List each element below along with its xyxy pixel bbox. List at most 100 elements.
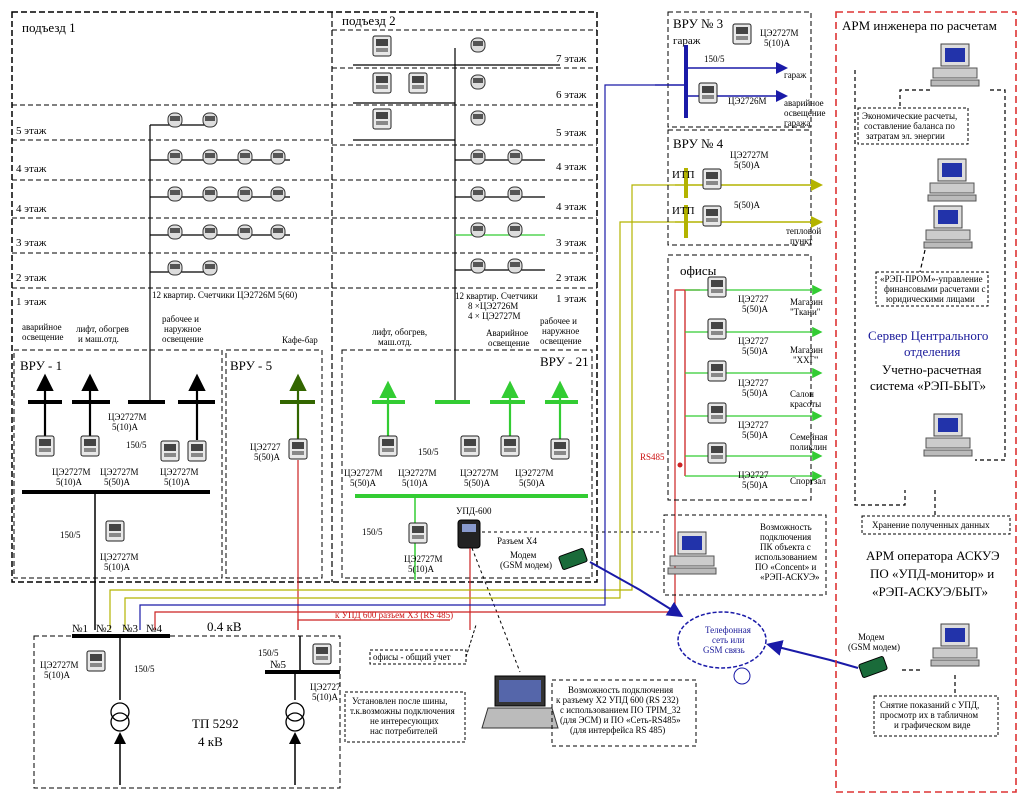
svg-text:аварийное: аварийное — [784, 98, 824, 108]
svg-text:№1: №1 — [72, 623, 88, 635]
offices-label: офисы — [680, 263, 717, 278]
vru21-meters: ЦЭ2727М 5(50)А ЦЭ2727М 5(10)А ЦЭ2727М 5(… — [344, 435, 570, 574]
svg-text:ЦЭ2727: ЦЭ2727 — [738, 378, 769, 388]
svg-text:ИТП: ИТП — [672, 169, 695, 181]
svg-text:поликлин: поликлин — [790, 442, 827, 452]
gsm-links — [589, 561, 859, 669]
svg-text:Салон: Салон — [790, 389, 814, 399]
svg-text:Сервер Центрального: Сервер Центрального — [868, 328, 988, 343]
vru1-labels: аварийное освещение лифт, обогрев и маш.… — [22, 314, 203, 344]
svg-text:5(50)А: 5(50)А — [734, 200, 760, 210]
svg-text:Магазин: Магазин — [790, 345, 823, 355]
svg-text:(для ЭСМ) и ПО «Сеть-RS485»: (для ЭСМ) и ПО «Сеть-RS485» — [560, 715, 681, 725]
svg-text:5(10)А: 5(10)А — [408, 564, 434, 574]
svg-text:"Ткани": "Ткани" — [790, 307, 821, 317]
modem-icon — [858, 656, 888, 678]
server-text: Сервер Центрального отделения Учетно-рас… — [868, 328, 988, 393]
svg-text:пункт: пункт — [790, 236, 812, 246]
svg-text:освещение: освещение — [784, 108, 825, 118]
engineer-pc-icon — [930, 43, 980, 87]
svg-text:GSM связь: GSM связь — [703, 645, 745, 655]
svg-text:использованием: использованием — [755, 552, 817, 562]
svg-text:ЦЭ2727М: ЦЭ2727М — [515, 468, 553, 478]
vru3-labels: ЦЭ2727М 5(10)А 150/5 ЦЭ2726М гараж авари… — [704, 28, 825, 128]
svg-text:6 этаж: 6 этаж — [556, 89, 587, 101]
svg-text:с использованием ПО TPIM_32: с использованием ПО TPIM_32 — [560, 705, 681, 715]
laptop-text: Возможность подключения к разъему Х2 УПД… — [556, 685, 681, 735]
svg-text:5(50)А: 5(50)А — [742, 430, 768, 440]
svg-text:Возможность подключения: Возможность подключения — [568, 685, 673, 695]
rep-pc-2 — [923, 205, 973, 249]
svg-text:«РЭП-АСКУЭ»: «РЭП-АСКУЭ» — [760, 572, 820, 582]
svg-text:5(50)А: 5(50)А — [742, 480, 768, 490]
svg-text:150/5: 150/5 — [258, 648, 279, 658]
svg-text:№2: №2 — [96, 623, 112, 635]
svg-text:5(10)А: 5(10)А — [164, 477, 190, 487]
cafe-label: Кафе-бар — [282, 335, 318, 345]
svg-text:лифт, обогрев: лифт, обогрев — [76, 324, 129, 334]
e1-meters-note: 12 квартир. Счетчики ЦЭ2726М 5(60) — [152, 290, 297, 300]
svg-text:5(50)А: 5(50)А — [254, 452, 280, 462]
svg-text:4 этаж: 4 этаж — [16, 203, 47, 215]
svg-text:ЦЭ2727М: ЦЭ2727М — [100, 467, 138, 477]
svg-text:сеть или: сеть или — [712, 635, 745, 645]
svg-text:ЦЭ2727: ЦЭ2727 — [738, 420, 769, 430]
svg-text:гаража: гаража — [784, 118, 810, 128]
installed-note: Установлен после шины, т.к.возможны подк… — [350, 696, 455, 736]
svg-text:3 этаж: 3 этаж — [556, 237, 587, 249]
itp-meter-2 — [702, 205, 722, 227]
svg-text:150/5: 150/5 — [134, 664, 155, 674]
kv04-label: 0.4 кВ — [207, 619, 242, 634]
laptop-icon — [481, 675, 559, 729]
svg-text:5 этаж: 5 этаж — [556, 127, 587, 139]
svg-text:5(10)А: 5(10)А — [764, 38, 790, 48]
svg-text:5(50)А: 5(50)А — [519, 478, 545, 488]
svg-text:ТП 5292: ТП 5292 — [192, 716, 239, 731]
readings-text: Снятие показаний с УПД, просмотр их в та… — [880, 700, 979, 730]
svg-text:ЦЭ2727М: ЦЭ2727М — [344, 468, 382, 478]
laptop-frame — [551, 679, 697, 747]
transformer-icons — [110, 702, 305, 732]
entrance1-label: подъезд 1 — [22, 20, 76, 35]
svg-text:и графическом виде: и графическом виде — [894, 720, 970, 730]
svg-text:Разъем Х4: Разъем Х4 — [497, 536, 537, 546]
svg-text:Спортзал: Спортзал — [790, 476, 826, 486]
upd-600-device: УПД-600 — [456, 506, 492, 549]
svg-text:к разъему Х2 УПД 600 (RS 232): к разъему Х2 УПД 600 (RS 232) — [556, 695, 679, 705]
svg-text:т.к.возможны подключения: т.к.возможны подключения — [350, 706, 455, 716]
svg-text:5 этаж: 5 этаж — [16, 125, 47, 137]
vru21-labels: лифт, обогрев, маш.отд. Аварийное освеще… — [372, 316, 581, 348]
svg-text:5(10)А: 5(10)А — [56, 477, 82, 487]
econ-text: Экономические расчеты, составление балан… — [862, 111, 957, 141]
svg-text:(для интерфейса RS 485): (для интерфейса RS 485) — [570, 725, 665, 735]
garage-meter-1 — [732, 23, 752, 45]
vru21-feeders — [355, 380, 588, 580]
svg-text:Установлен после шины,: Установлен после шины, — [352, 696, 447, 706]
svg-text:тепловой: тепловой — [786, 226, 821, 236]
vru4-labels: ИТП ИТП ЦЭ2727М 5(50)А 5(50)А тепловой п… — [672, 150, 821, 246]
svg-text:ЦЭ2727М: ЦЭ2727М — [404, 554, 442, 564]
itp-meter-1 — [702, 168, 722, 190]
svg-text:маш.отд.: маш.отд. — [378, 337, 412, 347]
tp-meter-1 — [86, 650, 106, 672]
vru5-feeders — [280, 373, 315, 630]
vru4-label: ВРУ № 4 — [673, 136, 724, 151]
svg-text:ЦЭ2727М: ЦЭ2727М — [100, 552, 138, 562]
svg-text:«РЭП-ПРОМ»-управление: «РЭП-ПРОМ»-управление — [880, 274, 983, 284]
svg-text:5(10)А: 5(10)А — [104, 562, 130, 572]
tp-labels: №1 №2 №3 №4 №5 ЦЭ2727М 5(10)А 150/5 150/… — [40, 623, 341, 749]
feeder-lines — [109, 84, 700, 630]
svg-text:150/5: 150/5 — [362, 527, 383, 537]
svg-text:5(50)А: 5(50)А — [742, 304, 768, 314]
svg-text:отделения: отделения — [904, 344, 960, 359]
svg-text:ПО «УПД-монитор» и: ПО «УПД-монитор» и — [870, 566, 994, 581]
x4-connection: Разъем Х4 Модем (GSM модем) — [482, 531, 660, 570]
svg-text:1 этаж: 1 этаж — [556, 293, 587, 305]
svg-text:УПД-600: УПД-600 — [456, 506, 492, 516]
arm-engineer-label: АРМ инженера по расчетам — [842, 18, 997, 33]
x3-label: к УПД 600 разъем Х3 (RS 485) — [335, 610, 453, 620]
svg-text:2 этаж: 2 этаж — [16, 272, 47, 284]
vru5-label: ВРУ - 5 — [230, 358, 272, 373]
vru5-meter — [288, 438, 308, 460]
